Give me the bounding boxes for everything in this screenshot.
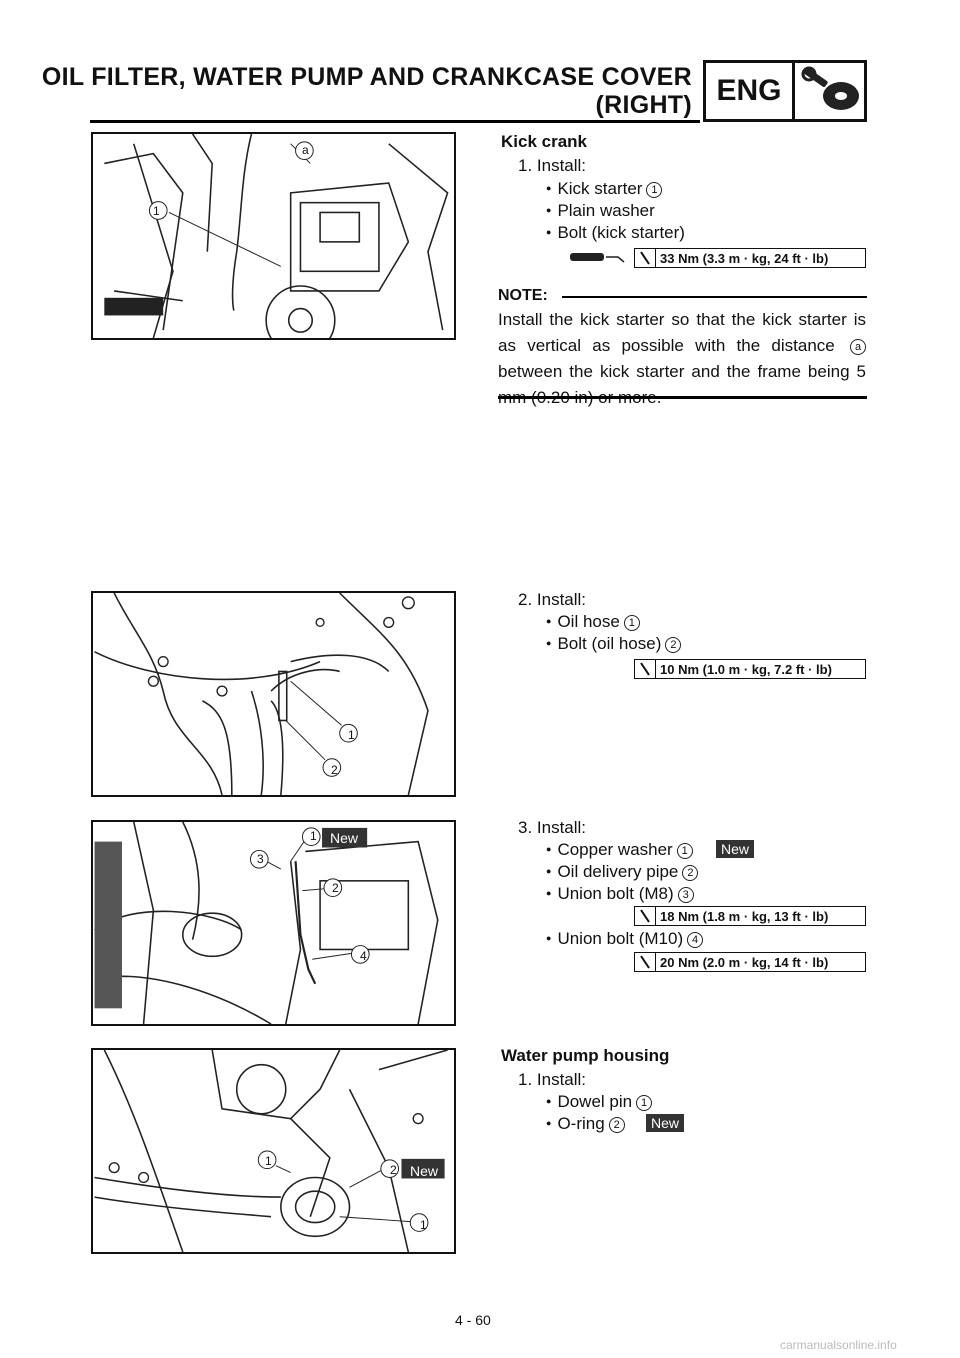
fig3-label-2: 2 xyxy=(332,881,339,895)
fig4-new-badge: New xyxy=(410,1163,439,1179)
section-code: ENG xyxy=(706,63,795,119)
wp-step-1: 1. Install: xyxy=(518,1070,587,1089)
step3-new-badge: New xyxy=(716,840,755,858)
step3-torque-m8: 18 Nm (1.8 m · kg, 13 ft · lb) xyxy=(634,906,866,926)
step2-item-2: Bolt (oil hose)2 xyxy=(546,633,682,657)
note-bottom-rule xyxy=(498,396,867,399)
header-rule xyxy=(90,120,700,123)
step3-item-4: Union bolt (M10)4 xyxy=(546,928,704,952)
step3-label: 3. Install: xyxy=(518,818,587,837)
section-badge: ENG xyxy=(703,60,867,122)
threadlock-icon xyxy=(568,248,626,271)
note-top-rule xyxy=(562,296,867,298)
torque-wrench-icon xyxy=(635,953,656,971)
kick-step-1: 1. Install: xyxy=(518,156,587,175)
torque-wrench-icon xyxy=(635,249,656,267)
fig1-label-a: a xyxy=(302,143,309,157)
torque-wrench-icon xyxy=(635,660,656,678)
fig3-label-4: 4 xyxy=(360,949,367,963)
note-label: NOTE: xyxy=(498,287,548,304)
water-pump-heading: Water pump housing xyxy=(501,1046,670,1065)
kick-crank-heading: Kick crank xyxy=(501,132,587,151)
kick-item-2: Plain washer xyxy=(546,200,654,224)
water-pump-figure: 1 2 1 New xyxy=(91,1048,456,1254)
oil-pipe-figure: 1 3 2 4 New xyxy=(91,820,456,1026)
wp-new-badge: New xyxy=(646,1114,685,1132)
fig3-label-1: 1 xyxy=(310,829,317,843)
step3-torque-m10: 20 Nm (2.0 m · kg, 14 ft · lb) xyxy=(634,952,866,972)
fig3-label-3: 3 xyxy=(257,852,264,866)
page-title-line2: (RIGHT) xyxy=(595,91,692,119)
fig4-label-1: 1 xyxy=(265,1154,272,1168)
fig1-label-1: 1 xyxy=(153,204,160,218)
page-number: 4 - 60 xyxy=(455,1312,491,1328)
engine-wrench-icon xyxy=(795,63,864,119)
step2-label: 2. Install: xyxy=(518,590,587,609)
kick-item-3: Bolt (kick starter) xyxy=(546,222,685,246)
torque-wrench-icon xyxy=(635,907,656,925)
fig2-label-1: 1 xyxy=(348,728,355,742)
fig4-label-2: 2 xyxy=(390,1163,397,1177)
kick-torque-spec: 33 Nm (3.3 m · kg, 24 ft · lb) xyxy=(634,248,866,268)
watermark: carmanualsonline.info xyxy=(780,1338,897,1352)
fig3-new-badge: New xyxy=(330,830,359,846)
step2-torque-spec: 10 Nm (1.0 m · kg, 7.2 ft · lb) xyxy=(634,659,866,679)
oil-hose-figure: 1 2 xyxy=(91,591,456,797)
kick-crank-figure: 1 a xyxy=(91,132,456,340)
page-title-line1: OIL FILTER, WATER PUMP AND CRANKCASE COV… xyxy=(41,63,692,91)
fig2-label-2: 2 xyxy=(331,763,338,777)
step3-item-3: Union bolt (M8)3 xyxy=(546,883,694,907)
fig4-label-1b: 1 xyxy=(420,1218,427,1232)
